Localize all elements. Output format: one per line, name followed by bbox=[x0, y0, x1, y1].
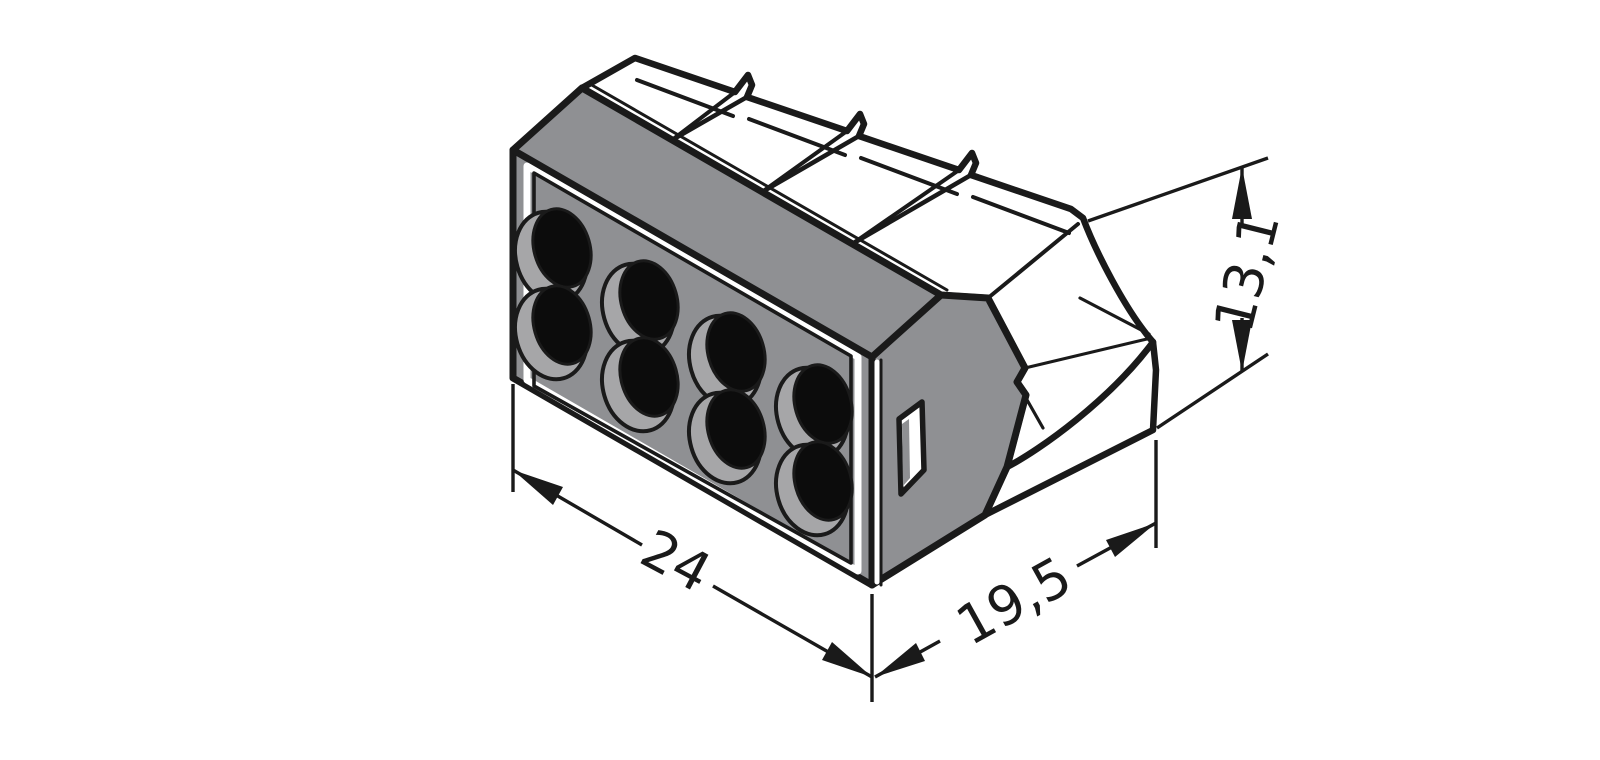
fold-top-right bbox=[868, 291, 945, 361]
wire-hole bbox=[600, 336, 680, 434]
arrowhead bbox=[822, 642, 872, 677]
wire-hole bbox=[687, 388, 767, 486]
arrowhead bbox=[875, 643, 925, 677]
rib-edge bbox=[971, 195, 1071, 235]
cap-side-contours bbox=[982, 222, 1157, 516]
cap-wedge-edge bbox=[982, 338, 1157, 516]
wire-hole bbox=[774, 363, 854, 461]
rib-edge bbox=[635, 78, 735, 118]
arrowhead bbox=[1232, 320, 1252, 372]
extension-line bbox=[1087, 156, 1269, 223]
cap-contour bbox=[986, 222, 1080, 300]
rib-notch bbox=[760, 129, 849, 194]
wire-entry-holes bbox=[513, 207, 854, 538]
release-ribs bbox=[588, 78, 1071, 292]
wire-hole bbox=[774, 440, 854, 538]
wire-hole bbox=[687, 311, 767, 409]
wire-hole bbox=[513, 284, 593, 382]
rib-edge bbox=[859, 156, 959, 196]
dimension-depth-label: 19,5 bbox=[946, 544, 1082, 657]
arrowhead bbox=[1232, 167, 1252, 219]
rib-edge bbox=[747, 117, 847, 157]
fold-front-top bbox=[509, 146, 876, 361]
connector-housing bbox=[509, 84, 1030, 589]
cap-contour bbox=[1078, 296, 1151, 336]
rib-base-line bbox=[588, 82, 949, 292]
rib-notch bbox=[850, 168, 961, 246]
rib-notch bbox=[670, 90, 737, 142]
dimension-width-label: 24 bbox=[631, 517, 721, 605]
test-slot-shadow bbox=[902, 419, 910, 486]
connector-body bbox=[509, 54, 1160, 589]
arrowhead bbox=[513, 470, 563, 505]
arrowhead bbox=[1106, 523, 1156, 557]
cap-contour bbox=[1023, 337, 1149, 370]
wire-hole bbox=[513, 207, 593, 305]
test-slot bbox=[896, 399, 927, 497]
wire-hole bbox=[600, 259, 680, 357]
connector-cap bbox=[578, 54, 1160, 519]
extension-line bbox=[1156, 352, 1269, 430]
dimension-height: 13,1 bbox=[1087, 156, 1292, 430]
dimension-height-label: 13,1 bbox=[1202, 206, 1292, 338]
